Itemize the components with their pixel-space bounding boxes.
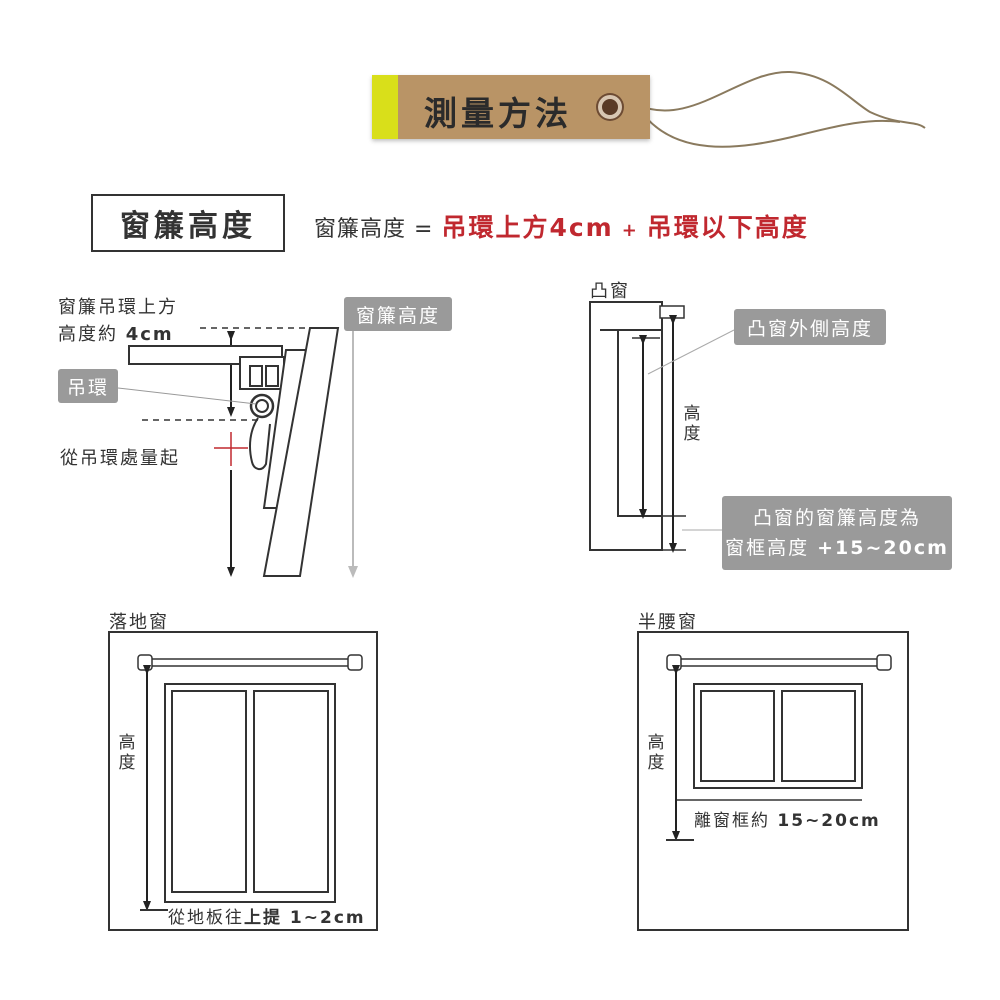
half-note-bold: 15~20cm: [777, 811, 881, 831]
half-curtain-rod: [672, 658, 886, 667]
floor-note: 從地板往上提 1~2cm: [168, 903, 366, 928]
hook-note-value: 4cm: [125, 324, 174, 345]
floor-curtain-rod: [143, 658, 357, 667]
bay-note-label: 凸窗的窗簾高度為 窗框高度 +15~20cm: [722, 496, 952, 570]
measurement-tag: 測量方法: [372, 75, 650, 139]
curtain-height-label: 窗簾高度: [344, 297, 452, 331]
bay-window-diagram: [589, 301, 735, 553]
formula-part2: 吊環以下高度: [646, 213, 809, 242]
formula-plus: +: [621, 220, 639, 241]
red-cross-mark: [214, 432, 248, 466]
half-window-diagram: [637, 631, 909, 931]
pin-hook: [249, 417, 271, 470]
hook-note-line1: 窗簾吊環上方: [58, 297, 178, 318]
ring-leader-line: [117, 387, 257, 405]
bay-height-vertical: 高 度: [683, 404, 701, 444]
floor-height-vertical: 高 度: [118, 733, 136, 773]
tape-strip: [372, 75, 398, 139]
half-height-vertical: 高 度: [647, 733, 665, 773]
ring-label: 吊環: [58, 369, 118, 403]
formula-prefix: 窗簾高度 =: [314, 217, 434, 242]
floor-window-diagram: [108, 631, 378, 931]
twine-string: [635, 70, 926, 129]
formula-part1: 吊環上方4cm: [441, 213, 614, 242]
floor-note-bold: 上提 1~2cm: [244, 908, 366, 928]
bay-window-title: 凸窗: [590, 281, 630, 302]
tag-title: 測量方法: [424, 94, 572, 133]
half-note: 離窗框約 15~20cm: [694, 811, 881, 831]
section-title: 窗簾高度: [91, 194, 285, 252]
grommet-icon: [598, 95, 622, 119]
bay-outer-leader: [647, 329, 735, 375]
bay-outer-label: 凸窗外側高度: [734, 309, 886, 345]
half-window-title: 半腰窗: [638, 612, 698, 633]
start-label: 從吊環處量起: [60, 448, 180, 469]
formula: 窗簾高度 = 吊環上方4cm + 吊環以下高度: [314, 208, 809, 244]
curtain-fold-outer: [262, 327, 340, 577]
hook-diagram: [117, 327, 358, 578]
floor-window-title: 落地窗: [109, 612, 169, 633]
hook-note-line2: 高度約 4cm: [58, 324, 174, 345]
